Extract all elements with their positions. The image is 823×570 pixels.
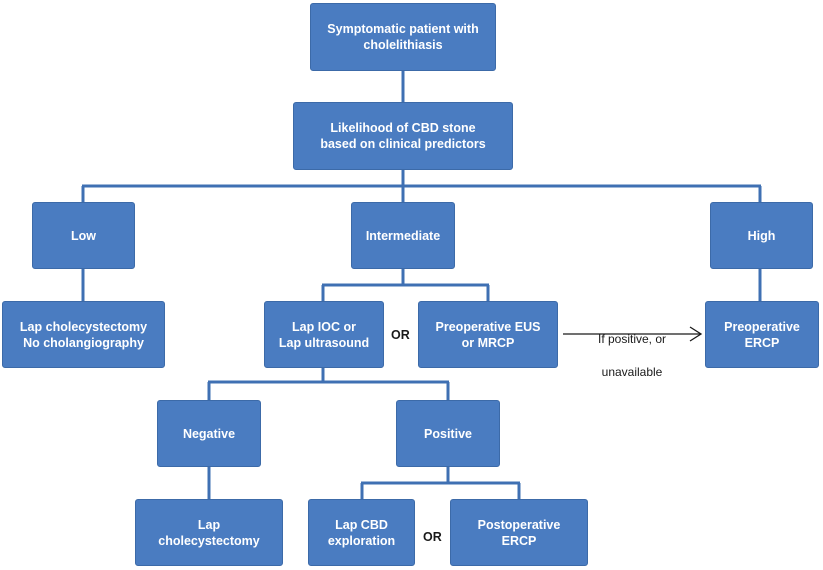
or-label-intermediate: OR [391,328,410,342]
node-high: High [710,202,813,269]
node-likelihood-cbd-stone: Likelihood of CBD stone based on clinica… [293,102,513,170]
arrow-label-line1: If positive, or [597,332,667,346]
node-preop-ercp: Preoperative ERCP [705,301,819,368]
node-lap-chole-no-cholangiography: Lap cholecystectomy No cholangiography [2,301,165,368]
node-preop-eus-mrcp: Preoperative EUS or MRCP [418,301,558,368]
node-lap-ioc-ultrasound: Lap IOC or Lap ultrasound [264,301,384,368]
or-label-positive: OR [423,530,442,544]
node-symptomatic-patient: Symptomatic patient with cholelithiasis [310,3,496,71]
node-lap-cbd-exploration: Lap CBD exploration [308,499,415,566]
node-intermediate: Intermediate [351,202,455,269]
node-low: Low [32,202,135,269]
node-negative: Negative [157,400,261,467]
node-lap-cholecystectomy: Lap cholecystectomy [135,499,283,566]
node-postop-ercp: Postoperative ERCP [450,499,588,566]
arrow-label: If positive, or unavailable [562,317,702,395]
node-positive: Positive [396,400,500,467]
arrow-label-line2: unavailable [601,365,663,379]
